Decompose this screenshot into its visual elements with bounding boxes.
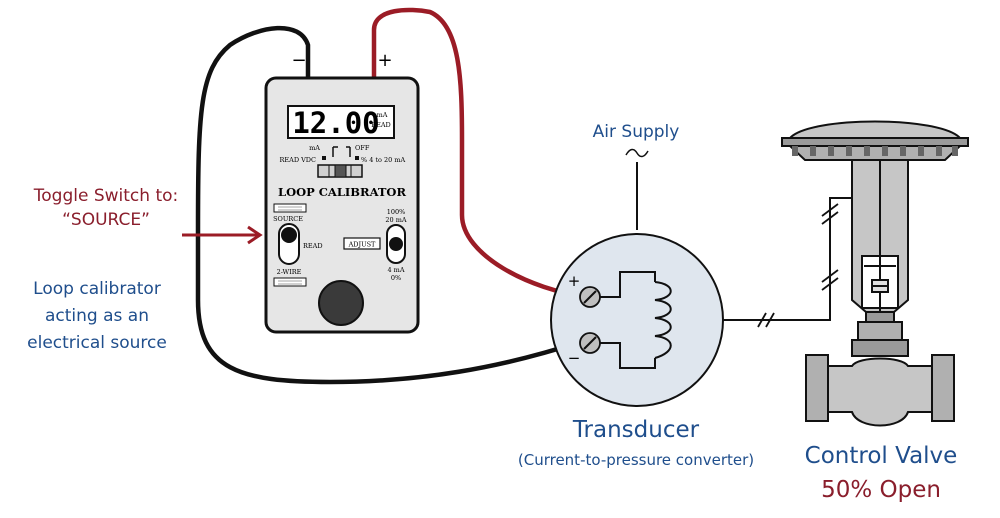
terminal-minus-label: − — [291, 50, 306, 71]
control-valve — [781, 120, 969, 427]
lcd-unit: mA — [377, 111, 388, 119]
source-desc-line1: Loop calibrator — [33, 279, 161, 299]
source-desc-line2: acting as an — [45, 306, 149, 326]
control-valve-status: 50% Open — [821, 477, 941, 503]
switch-label-off: OFF — [355, 144, 370, 152]
lcd-value: 12.00 — [292, 106, 379, 140]
switch-label-read-vdc: READ VDC — [280, 156, 317, 164]
tilde-icon — [625, 148, 649, 158]
transducer-title: Transducer — [572, 417, 700, 443]
toggle-switch-label-line2: “SOURCE” — [62, 210, 150, 230]
toggle-switch-label-line1: Toggle Switch to: — [33, 186, 178, 206]
calibrator-title: LOOP CALIBRATOR — [278, 185, 406, 199]
lcd-display — [287, 105, 395, 139]
pct0-label: 0% — [391, 274, 401, 282]
air-supply-label: Air Supply — [593, 122, 680, 142]
adjust-label: ADJUST — [348, 241, 376, 249]
adjust-label-box — [343, 237, 381, 250]
black-wire — [195, 25, 583, 385]
coil-icon — [654, 281, 672, 359]
transducer-minus-label: − — [568, 349, 581, 367]
adjust-knob[interactable] — [318, 280, 364, 326]
transducer: + − — [550, 233, 724, 407]
twowire-label: 2-WIRE — [277, 268, 302, 276]
mode-selector-switch[interactable] — [317, 164, 363, 178]
transducer-subtitle: (Current-to-pressure converter) — [518, 451, 754, 469]
pct100-label: 100% — [387, 208, 406, 216]
red-wire — [371, 7, 591, 300]
arrow-icon — [182, 225, 263, 245]
loop-calibrator: 12.00 mA READ mA OFF READ VDC % 4 to 20 … — [264, 76, 420, 334]
ma4-label: 4 mA — [387, 266, 404, 274]
ma20-label: 20 mA — [385, 216, 407, 224]
read-label: READ — [303, 242, 323, 250]
lcd-mode: READ — [371, 121, 391, 129]
transducer-terminal-plus — [579, 286, 601, 308]
terminal-plus-label: + — [377, 50, 392, 71]
source-read-toggle[interactable] — [278, 223, 300, 265]
double-slash-icon — [757, 203, 839, 328]
switch-label-ma: mA — [309, 144, 320, 152]
transducer-plus-label: + — [568, 272, 581, 290]
source-label: SOURCE — [273, 215, 303, 223]
adjust-slider[interactable] — [386, 224, 406, 264]
switch-label-range: % 4 to 20 mA — [361, 156, 406, 164]
control-valve-title: Control Valve — [805, 443, 958, 469]
pneumatic-signal-line — [723, 197, 852, 321]
source-desc-line3: electrical source — [27, 333, 167, 353]
transducer-terminal-minus — [579, 332, 601, 354]
